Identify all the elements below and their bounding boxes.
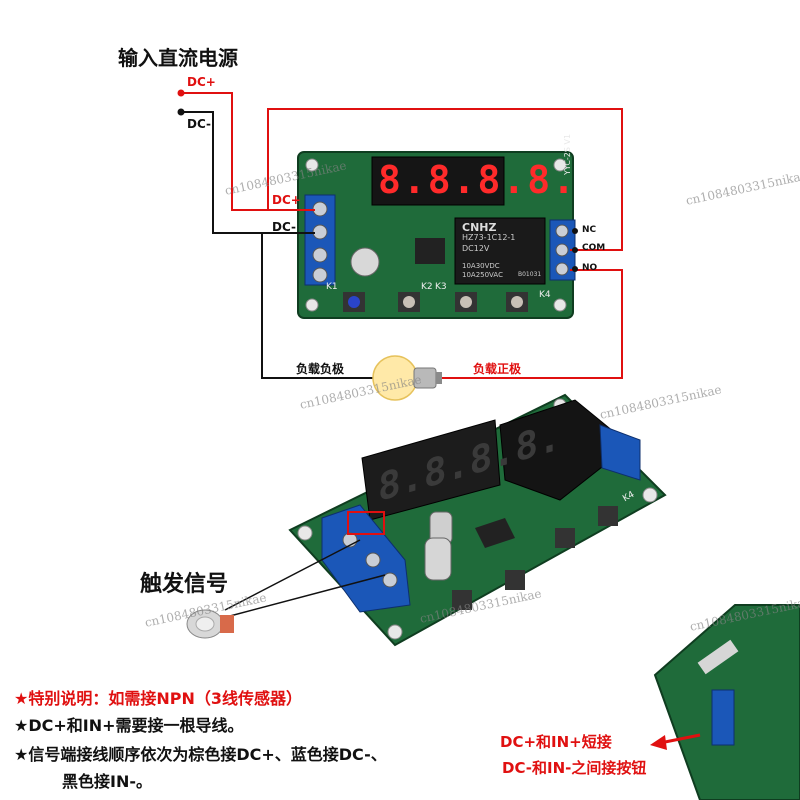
- dc-plus-terminal-label: DC+: [272, 193, 301, 207]
- dc-minus-input-label: DC-: [187, 117, 212, 131]
- board-model: YYC-2S V1: [563, 133, 572, 175]
- note-line-1: ★特别说明：如需接NPN（3线传感器）: [14, 689, 302, 708]
- side-note-2: DC-和IN-之间接按钮: [502, 759, 647, 777]
- wires-top: [181, 92, 623, 379]
- side-note-1: DC+和IN+短接: [500, 733, 612, 751]
- relay-brand: CNHZ: [462, 221, 497, 234]
- relay-rating-1: 10A30VDC: [462, 262, 500, 270]
- note-line-4: 黑色接IN-。: [62, 772, 152, 791]
- arrow-left-icon: [650, 733, 701, 750]
- relay-rating-2: 10A250VAC: [462, 271, 503, 279]
- sensor-probe-icon: [186, 609, 234, 639]
- inset-board: [653, 604, 800, 800]
- dc-plus-input-label: DC+: [187, 75, 216, 89]
- note-line-2: ★DC+和IN+需要接一根导线。: [14, 716, 244, 735]
- key-label-k2: K2: [421, 282, 433, 292]
- top-board: [297, 151, 576, 319]
- no-label: NO: [582, 263, 598, 273]
- nc-label: NC: [582, 225, 597, 235]
- dc-minus-terminal-label: DC-: [272, 220, 297, 234]
- relay-code: B01031: [518, 271, 542, 278]
- key-label-k4: K4: [539, 290, 551, 300]
- load-positive-label: 负载正极: [473, 362, 522, 376]
- display-top: 8.8.8.8.: [378, 158, 578, 202]
- note-line-3: ★信号端接线顺序依次为棕色接DC+、蓝色接DC-、: [14, 745, 387, 764]
- trigger-signal-label: 触发信号: [140, 572, 229, 597]
- relay-model: HZ73-1C12-1: [462, 233, 516, 242]
- bottom-board: [288, 393, 667, 647]
- load-negative-label: 负载负极: [296, 362, 345, 376]
- page-title: 输入直流电源: [118, 46, 238, 70]
- key-label-k3: K3: [435, 282, 447, 292]
- relay-coil: DC12V: [462, 244, 490, 253]
- com-label: COM: [582, 243, 606, 253]
- key-label-k1: K1: [326, 282, 338, 292]
- light-bulb-icon: [372, 355, 442, 401]
